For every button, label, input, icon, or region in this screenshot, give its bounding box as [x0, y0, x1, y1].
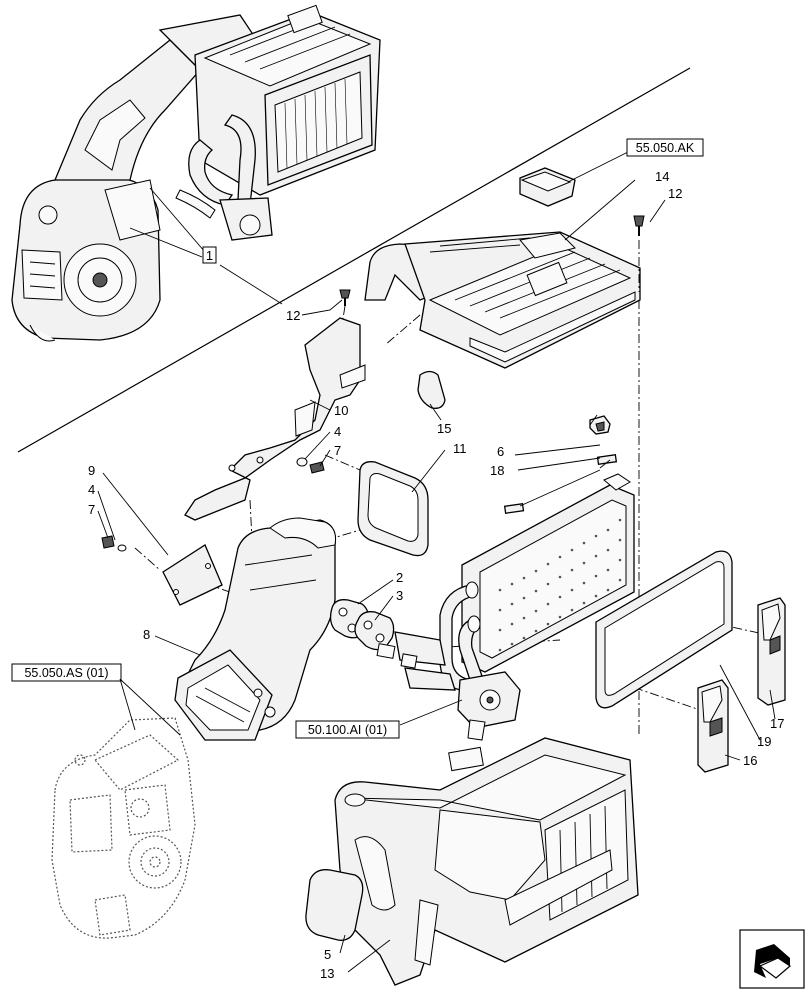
- callout-7-mid: 7: [334, 443, 341, 458]
- part-9-plate: [162, 544, 223, 606]
- ref-55050ak[interactable]: 55.050.AK: [636, 141, 695, 155]
- callout-11: 11: [453, 441, 467, 456]
- callout-12-left: 12: [286, 308, 300, 323]
- assembly-overview: [11, 4, 381, 342]
- ref-box-55050ak[interactable]: [626, 138, 704, 157]
- module-55050ak: [519, 167, 576, 207]
- part-16-cartridge: [697, 679, 729, 773]
- callout-7-left: 7: [88, 502, 95, 517]
- leader-1: [129, 227, 203, 258]
- callout-15: 15: [437, 421, 451, 436]
- part-11-gasket: [357, 461, 429, 557]
- callout-3: 3: [396, 588, 403, 603]
- callout-17: 17: [770, 716, 784, 731]
- screw-12-left: [339, 289, 351, 306]
- callout-box-1: [202, 246, 217, 264]
- ref-box-50100ai[interactable]: [295, 720, 400, 739]
- callout-10: 10: [334, 403, 348, 418]
- callout-2: 2: [396, 570, 403, 585]
- callout-4-left: 4: [88, 482, 95, 497]
- part-19-gasket: [595, 550, 733, 709]
- leader-1b: [219, 264, 283, 305]
- leader-ak: [567, 149, 633, 183]
- part-8-duct: [174, 517, 337, 741]
- ref-55050as[interactable]: 55.050.AS (01): [24, 666, 108, 680]
- callout-4-mid: 4: [334, 424, 341, 439]
- ref-box-55050as[interactable]: [11, 663, 122, 682]
- washer-4-left: [117, 544, 127, 552]
- part-13-lower-housing: [334, 737, 639, 986]
- callout-14: 14: [655, 169, 669, 184]
- washer-4-mid: [296, 457, 308, 467]
- separator-line: [17, 67, 691, 453]
- screw-7-left: [101, 535, 115, 549]
- part-14-upper-housing: [364, 231, 641, 369]
- callout-1: 1: [206, 248, 213, 263]
- heater-core: [461, 473, 635, 673]
- callout-5: 5: [324, 947, 331, 962]
- screw-12-right: [633, 215, 645, 236]
- callout-9: 9: [88, 463, 95, 478]
- part-5-pad: [305, 869, 364, 941]
- part-10-bracket: [184, 317, 366, 521]
- callout-6: 6: [497, 444, 504, 459]
- callout-12-right: 12: [668, 186, 682, 201]
- part-18-pad-b: [503, 503, 525, 514]
- part-18-pad-a: [596, 454, 618, 465]
- callout-19: 19: [757, 734, 771, 749]
- part-6-clip: [589, 415, 611, 435]
- part-15-cap: [417, 370, 446, 409]
- ref-50100ai[interactable]: 50.100.AI (01): [308, 723, 387, 737]
- callout-8: 8: [143, 627, 150, 642]
- part-17-cartridge: [757, 597, 786, 706]
- callout-16: 16: [743, 753, 757, 768]
- valve-50100ai: [457, 671, 521, 741]
- callout-18: 18: [490, 463, 504, 478]
- callout-13: 13: [320, 966, 334, 981]
- part-3-plate: [354, 611, 395, 651]
- ghost-assembly-55050as: [51, 717, 196, 939]
- heater-hoses: [376, 581, 483, 691]
- next-page-arrow-icon[interactable]: [739, 929, 805, 989]
